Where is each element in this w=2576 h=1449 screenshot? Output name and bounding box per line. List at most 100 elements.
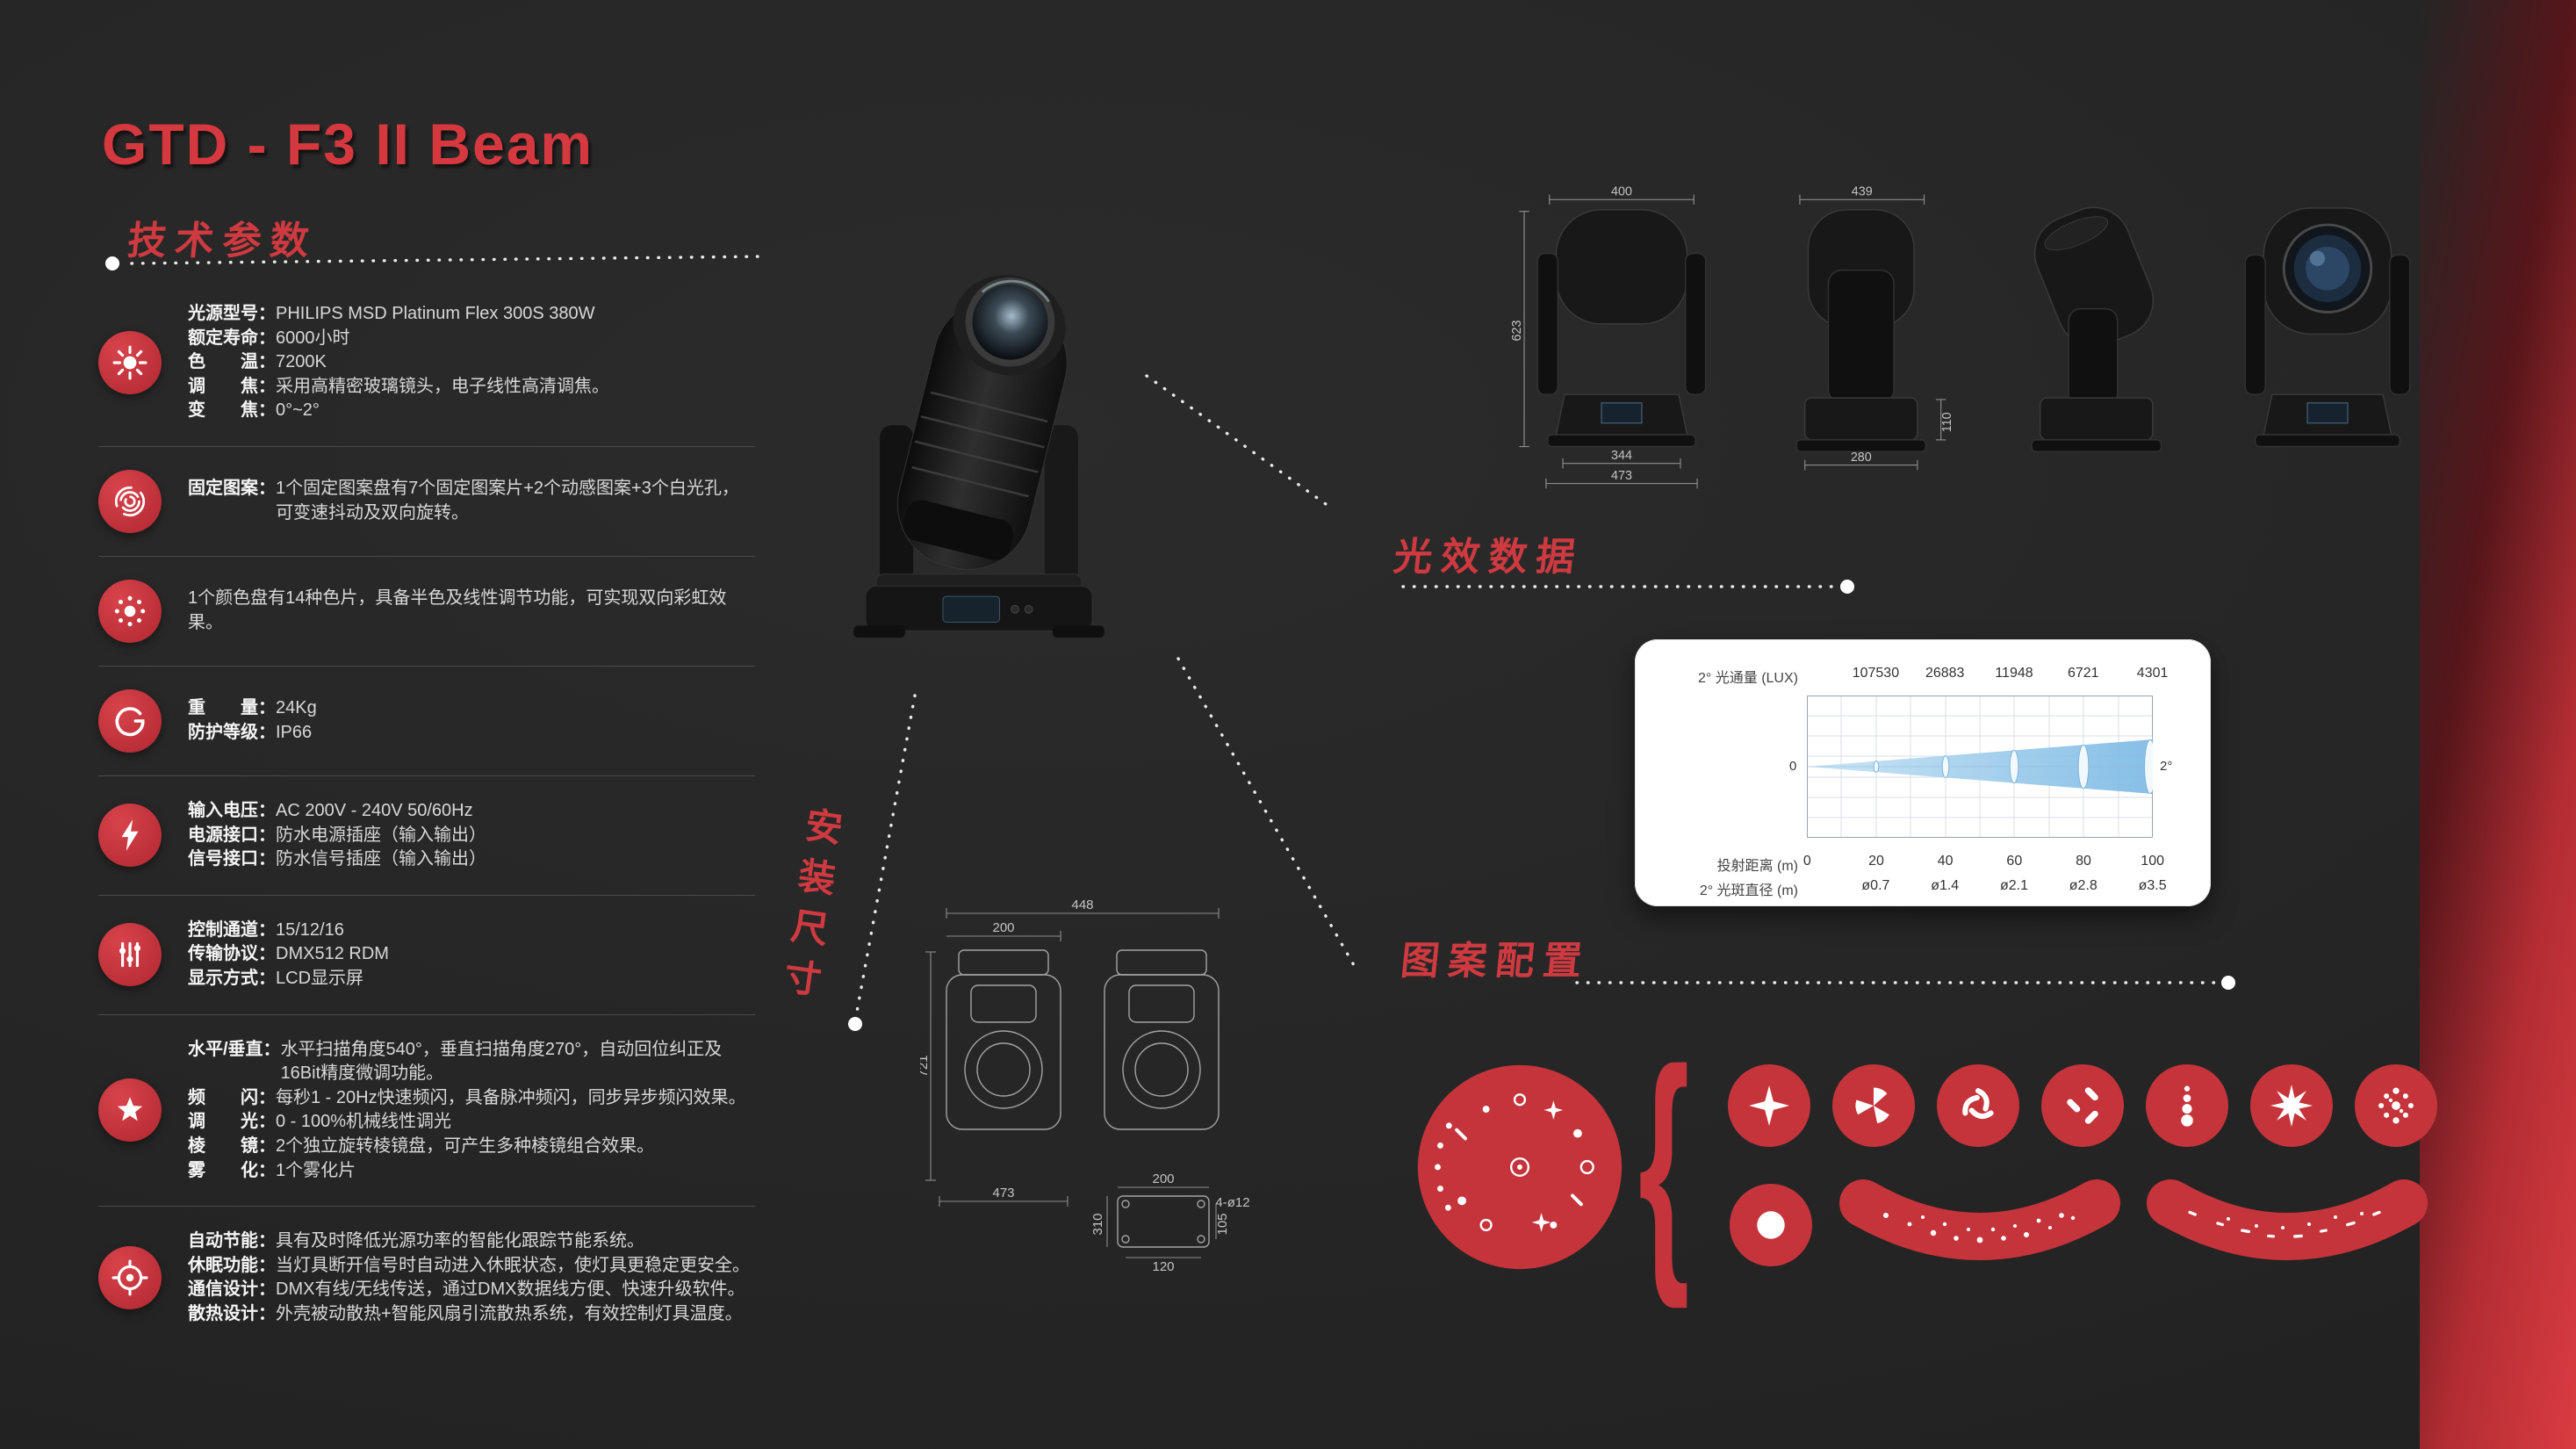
distance-label: 投射距离 (m) [1716,859,1798,874]
spec-line: 自动节能：具有及时降低光源功率的智能化跟踪节能系统。 [188,1229,755,1254]
spec-value: 2个独立旋转棱镜盘，可产生多种棱镜组合效果。 [276,1135,655,1156]
spec-label: 防护等级： [188,722,276,742]
spec-block-fixed-gobo: 固定图案：1个固定图案盘有7个固定图案片+2个动感图案+3个白光孔，可变速抖动及… [98,447,755,557]
spec-line: 棱 镜：2个独立旋转棱镜盘，可产生多种棱镜组合效果。 [188,1135,755,1159]
distance-value: 60 [2006,854,2023,869]
gobo-wheel-face [1417,1064,1623,1270]
spec-value: 1个雾化片 [276,1160,356,1180]
spec-line: 输入电压：AC 200V - 240V 50/60Hz [188,799,755,824]
diameter-values-row: ø0.7 ø1.4 ø2.1 ø2.8 ø3.5 [1841,878,2187,894]
spec-block-control: 控制通道：15/12/16 传输协议：DMX512 RDM 显示方式：LCD显示… [98,896,755,1015]
view-front-dimensions: 400 623 344 473 [1512,186,1707,489]
svg-text:200: 200 [992,920,1014,935]
color-wheel-icon [98,579,162,643]
spec-label: 显示方式： [188,968,276,988]
spec-value: 24Kg [276,698,317,718]
spec-value: 外壳被动散热+智能风扇引流散热系统，有效控制灯具温度。 [276,1303,743,1323]
flux-values-row: 107530 26883 11948 6721 4301 [1841,666,2187,681]
spec-text: 固定图案：1个固定图案盘有7个固定图案片+2个动感图案+3个白光孔，可变速抖动及… [188,477,755,525]
spec-value: 每秒1 - 20Hz快速频闪，具备脉冲频闪，同步异步频闪效果。 [276,1087,746,1107]
burst-star-gobo [2250,1064,2333,1147]
spec-line: 色 温：7200K [188,350,755,375]
spec-value: 防水信号插座（输入输出） [276,849,486,869]
spec-label: 电源接口： [188,825,276,845]
svg-text:310: 310 [1090,1213,1105,1235]
spec-line: 通信设计：DMX有线/无线传送，通过DMX数据线方便、快速升级软件。 [188,1278,755,1302]
spec-text: 自动节能：具有及时降低光源功率的智能化跟踪节能系统。 休眠功能：当灯具断开信号时… [188,1229,755,1326]
distance-value: 40 [1937,854,1954,869]
spec-label: 雾 化： [188,1160,276,1180]
heading-install-dimensions: 安装尺寸 [775,804,845,1013]
page-title: GTD - F3 II Beam [102,112,594,177]
spec-line: 雾 化：1个雾化片 [188,1159,755,1184]
lamp-sun-icon [98,330,162,394]
svg-text:448: 448 [1071,898,1093,912]
speckle-strip-gobo-1 [1839,1179,2120,1260]
spec-value: 水平扫描角度540°，垂直扫描角度270°，自动回位纠正及16Bit精度微调功能… [280,1039,723,1084]
spec-block-light-source: 光源型号：PHILIPS MSD Platinum Flex 300S 380W… [98,279,755,447]
spec-label: 散热设计： [188,1303,276,1323]
right-accent-band [2420,0,2576,1449]
spec-label: 调 光： [188,1112,276,1132]
distance-value: 20 [1868,854,1884,869]
spec-label: 通信设计： [188,1280,276,1300]
spec-line: 防护等级：IP66 [188,721,755,746]
diameter-value: ø0.7 [1861,878,1890,893]
spec-text: 水平/垂直：水平扫描角度540°，垂直扫描角度270°，自动回位纠正及16Bit… [188,1038,755,1184]
spec-value: 具有及时降低光源功率的智能化跟踪节能系统。 [276,1231,644,1251]
spec-label: 调 焦： [188,376,276,396]
spec-text: 光源型号：PHILIPS MSD Platinum Flex 300S 380W… [188,302,755,423]
spec-value: 1个颜色盘有14种色片，具备半色及线性调节功能，可实现双向彩虹效果。 [188,588,727,632]
diameter-label: 2° 光斑直径 (m) [1699,883,1798,898]
spec-label: 休眠功能： [188,1255,276,1275]
speckle-strip-gobo-2 [2147,1179,2428,1260]
swirl-gobo [1937,1064,2019,1147]
spec-value: IP66 [276,722,313,742]
distance-value: 0 [1802,854,1811,869]
spec-label: 输入电压： [188,800,276,820]
spec-block-smart-functions: 自动节能：具有及时降低光源功率的智能化跟踪节能系统。 休眠功能：当灯具断开信号时… [98,1207,755,1349]
spec-value: 0°~2° [276,400,320,421]
svg-text:105: 105 [1215,1213,1230,1235]
spec-value: 1个固定图案盘有7个固定图案片+2个动感图案+3个白光孔，可变速抖动及双向旋转。 [276,479,739,523]
spec-block-power: 输入电压：AC 200V - 240V 50/60Hz 电源接口：防水电源插座（… [98,776,755,896]
spec-label: 传输协议： [188,944,276,964]
spec-value: AC 200V - 240V 50/60Hz [276,800,473,820]
spec-line: 电源接口：防水电源插座（输入输出） [188,824,755,848]
photometric-panel: 2° 光通量 (LUX) 107530 26883 11948 6721 430… [1635,639,2211,906]
spec-value: LCD显示屏 [276,968,364,988]
spec-value: 15/12/16 [276,919,344,940]
spec-label: 控制通道： [188,919,276,940]
open-white-gobo [1730,1184,1812,1266]
spec-line: 水平/垂直：水平扫描角度540°，垂直扫描角度270°，自动回位纠正及16Bit… [188,1038,755,1086]
spec-value: 0 - 100%机械线性调光 [276,1112,452,1132]
weight-icon [98,688,162,753]
spec-label: 重 量： [188,698,276,718]
spec-label: 信号接口： [188,849,276,869]
svg-text:473: 473 [992,1186,1014,1200]
spec-line: 变 焦：0°~2° [188,399,755,423]
beam-angle-label: 2° [2160,759,2173,774]
beam-origin-label: 0 [1789,759,1797,774]
spec-line: 1个颜色盘有14种色片，具备半色及线性调节功能，可实现双向彩虹效果。 [188,587,755,635]
spec-label: 固定图案： [188,479,276,499]
beam-cone-chart [1807,696,2156,838]
spec-line: 光源型号：PHILIPS MSD Platinum Flex 300S 380W [188,302,755,327]
star4-gobo [1728,1064,1810,1147]
dimension-views: 400 623 344 473 439 280 110 [1512,186,2437,495]
spec-label: 棱 镜： [188,1135,276,1156]
spec-label: 频 闪： [188,1087,276,1107]
spec-text: 输入电压：AC 200V - 240V 50/60Hz 电源接口：防水电源插座（… [188,799,755,872]
svg-text:4-ø12: 4-ø12 [1215,1195,1249,1210]
distance-values-row: 0 20 40 60 80 100 [1773,854,2187,869]
spec-label: 自动节能： [188,1231,276,1251]
spec-line: 散热设计：外壳被动散热+智能风扇引流散热系统，有效控制灯具温度。 [188,1302,755,1327]
heading-technical-specs: 技术参数 [125,220,320,263]
dot-cluster-gobo [2355,1064,2437,1147]
flux-value: 4301 [2136,666,2169,681]
spec-value: 7200K [276,352,327,372]
flux-value: 26883 [1925,666,1965,681]
spec-label: 变 焦： [188,400,276,421]
power-bolt-icon [98,804,162,868]
